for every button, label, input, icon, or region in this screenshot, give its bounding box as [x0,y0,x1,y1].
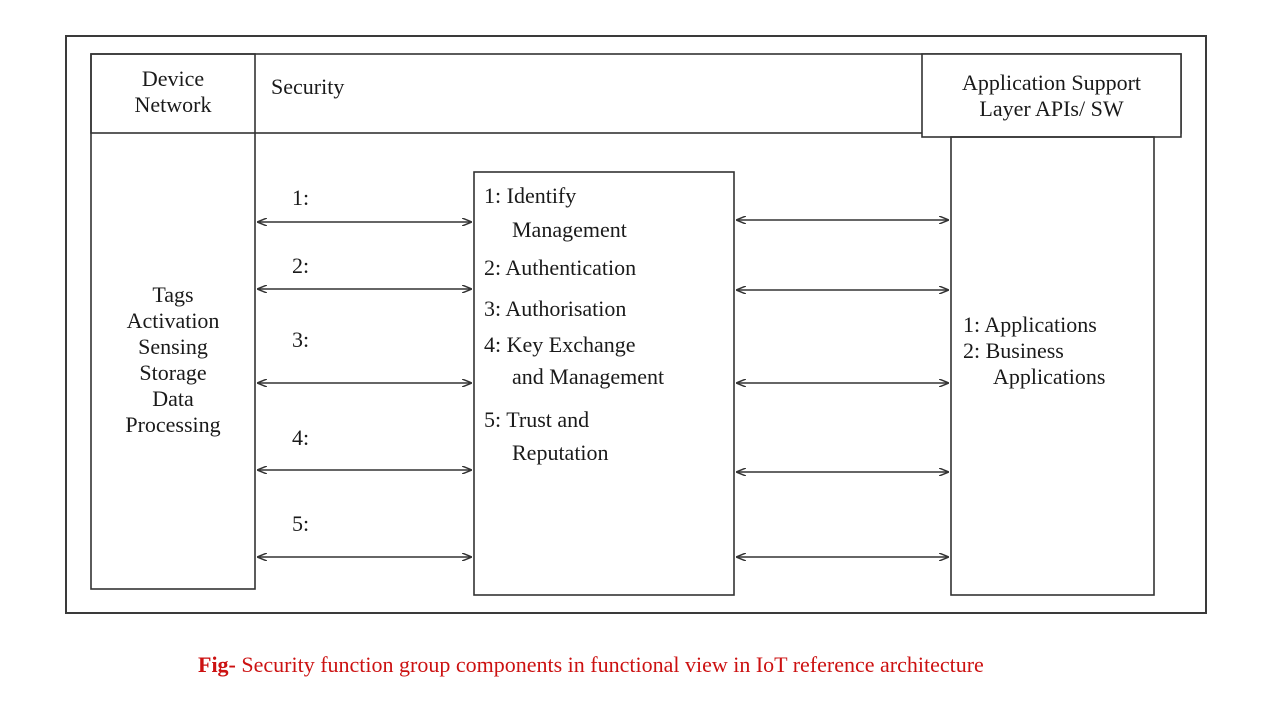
device-function-item: Sensing [138,334,208,359]
channel-label-2: 2: [292,253,310,278]
channel-label-5: 5: [292,511,310,536]
app-support-header-box [921,53,1182,138]
device-network-column [90,53,256,590]
security-function-2: 2: Authentication [484,255,637,280]
device-function-item: Activation [126,308,220,333]
security-function-1-line1: 1: Identify [484,183,577,208]
security-function-5-line2: Reputation [512,440,609,465]
device-function-item: Data [152,386,194,411]
figure-caption: Fig- Security function group components … [198,652,984,678]
channel-label-1: 1: [292,185,310,210]
applications-box [950,136,1155,596]
security-functions-box [473,171,735,596]
security-function-5-line1: 5: Trust and [484,407,590,432]
figure-frame [65,35,1207,614]
caption-prefix: Fig- [198,652,236,677]
header-app-support: Application Support Layer APIs/ SW [961,70,1142,121]
device-functions-list: Tags Activation Sensing Storage Data Pro… [91,282,255,438]
device-function-item: Processing [125,412,221,437]
security-function-1-line2: Management [512,217,627,242]
device-function-item: Tags [152,282,194,307]
channel-label-4: 4: [292,425,310,450]
security-function-3: 3: Authorisation [484,296,627,321]
header-security: Security [271,74,345,99]
application-item-3: Applications [993,364,1106,389]
device-function-item: Storage [139,360,207,385]
channel-label-3: 3: [292,327,310,352]
security-function-4-line1: 4: Key Exchange [484,332,636,357]
security-function-4-line2: and Management [512,364,665,389]
caption-text: Security function group components in fu… [235,652,984,677]
header-device-network: Device Network [134,66,212,117]
application-item-2: 2: Business [963,338,1064,363]
application-item-1: 1: Applications [963,312,1097,337]
